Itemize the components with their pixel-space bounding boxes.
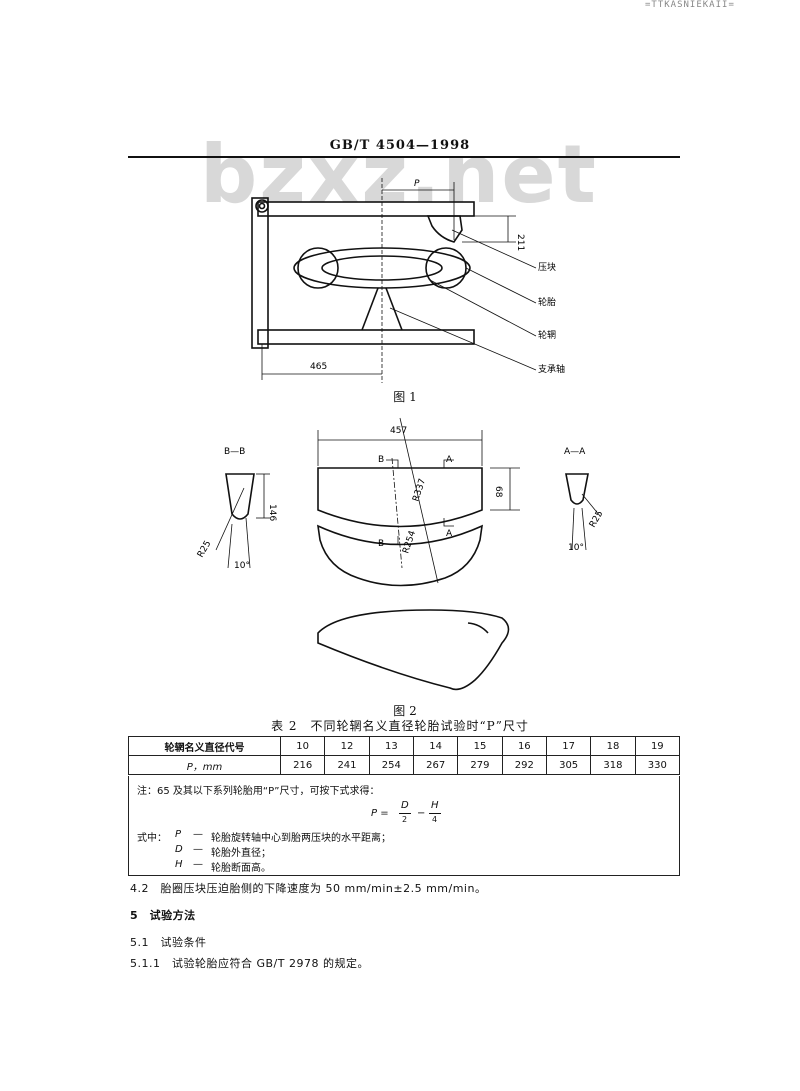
table-cell: 279	[457, 755, 503, 775]
dim-p-label: P	[414, 179, 420, 189]
dim-68-label: 68	[493, 486, 503, 498]
section-mark-b-top: B	[378, 455, 384, 465]
formula-bar-2	[429, 813, 441, 814]
table-cell: 267	[412, 755, 459, 775]
dim-146-label: 146	[267, 504, 277, 521]
table-note-box: 注：65 及其以下系列轮胎用“P”尺寸，可按下式求得： P = D 2 − H …	[128, 776, 680, 876]
table-cell: 10	[279, 736, 326, 756]
def-sym-d: D	[175, 844, 183, 855]
header-rule	[128, 156, 680, 158]
paragraph-4-2: 4.2 胎圈压块压迫胎侧的下降速度为 50 mm/min±2.5 mm/min。	[130, 882, 487, 895]
section-5-1-heading: 5.1 试验条件	[130, 936, 207, 949]
def-dash-h: —	[193, 859, 203, 870]
figure-1-caption: 图 1	[393, 390, 417, 404]
dim-465-label: 465	[310, 362, 327, 372]
label-press-block: 压块	[538, 261, 556, 273]
radius-r254-label: R254	[401, 529, 418, 555]
table-cell: 17	[545, 736, 592, 756]
table-cell: 330	[634, 755, 681, 775]
def-sym-h: H	[175, 859, 183, 870]
formula-h: H	[431, 800, 439, 811]
angle-left-label: 10°	[234, 561, 250, 571]
table-cell: 12	[324, 736, 370, 756]
table-cell: 13	[368, 736, 414, 756]
dim-457-label: 457	[390, 426, 407, 436]
figure-2-drawing: 457 68 R337 R254 B B A A B—B A—A 146 R25…	[196, 417, 606, 691]
label-tire: 轮胎	[538, 296, 556, 308]
paragraph-5-1-1: 5.1.1 试验轮胎应符合 GB/T 2978 的规定。	[130, 957, 369, 970]
table-cell: 19	[634, 736, 681, 756]
def-text-d: 轮胎外直径；	[211, 848, 271, 859]
section-bb-title: B—B	[224, 447, 245, 457]
where-label: 式中：	[137, 833, 167, 844]
def-text-h: 轮胎断面高。	[211, 863, 271, 874]
figure-2-caption: 图 2	[393, 704, 417, 718]
page-header: GB/T 4504—1998	[329, 138, 471, 153]
radius-r337-label: R337	[411, 478, 428, 503]
table-2: 轮辋名义直径代号 10 12 13 14 15 16 17 18 19 P，mm…	[128, 736, 681, 775]
def-text-p: 轮胎旋转轴中心到胎两压块的水平距离；	[211, 833, 391, 844]
page-top-mark: =TTKASNIEKAII=	[645, 0, 735, 10]
table-cell: 15	[457, 736, 503, 756]
angle-right-label: 10°	[568, 543, 584, 553]
table-cell: 318	[590, 755, 636, 775]
radius-r25-right-label: R25	[588, 509, 606, 529]
row-label-rim-code: 轮辋名义直径代号	[128, 736, 281, 756]
table-cell: 18	[590, 736, 636, 756]
figure-1-drawing: P 211 465 压块 轮胎 轮辋 支承轴	[251, 178, 565, 383]
table-cell: 305	[545, 755, 592, 775]
section-mark-a-bottom: A	[446, 529, 453, 539]
table-cell: 292	[501, 755, 547, 775]
radius-r25-left-label: R25	[196, 539, 214, 559]
table-cell: 241	[324, 755, 370, 775]
section-aa-title: A—A	[564, 447, 586, 457]
def-sym-p: P	[175, 829, 182, 840]
formula-minus: −	[417, 808, 426, 819]
formula-d: D	[401, 800, 409, 811]
label-support-shaft: 支承轴	[538, 363, 565, 375]
table-cell: 14	[412, 736, 459, 756]
watermark: bzxz.net	[200, 128, 598, 221]
formula-4: 4	[432, 815, 438, 824]
formula-bar-1	[399, 813, 411, 814]
table-cell: 16	[501, 736, 547, 756]
formula: P = D 2 − H 4	[371, 800, 471, 830]
section-5-heading: 5 试验方法	[130, 909, 196, 922]
section-mark-a-top: A	[446, 455, 453, 465]
dim-211-label: 211	[515, 234, 525, 251]
def-dash-d: —	[193, 844, 203, 855]
formula-lhs: P =	[371, 808, 389, 819]
table-cell: 254	[368, 755, 414, 775]
table-row-codes: 轮辋名义直径代号 10 12 13 14 15 16 17 18 19	[128, 736, 681, 756]
table-2-caption: 表 2 不同轮辋名义直径轮胎试验时“P”尺寸	[271, 719, 529, 733]
table-cell: 216	[279, 755, 326, 775]
table-note: 注：65 及其以下系列轮胎用“P”尺寸，可按下式求得：	[137, 786, 380, 797]
table-row-p: P，mm 216 241 254 267 279 292 305 318 330	[128, 755, 681, 775]
def-dash-p: —	[193, 829, 203, 840]
row-label-p-mm: P，mm	[128, 755, 281, 775]
label-rim: 轮辋	[538, 329, 556, 341]
section-mark-b-bottom: B	[378, 539, 384, 549]
formula-2: 2	[402, 815, 408, 824]
